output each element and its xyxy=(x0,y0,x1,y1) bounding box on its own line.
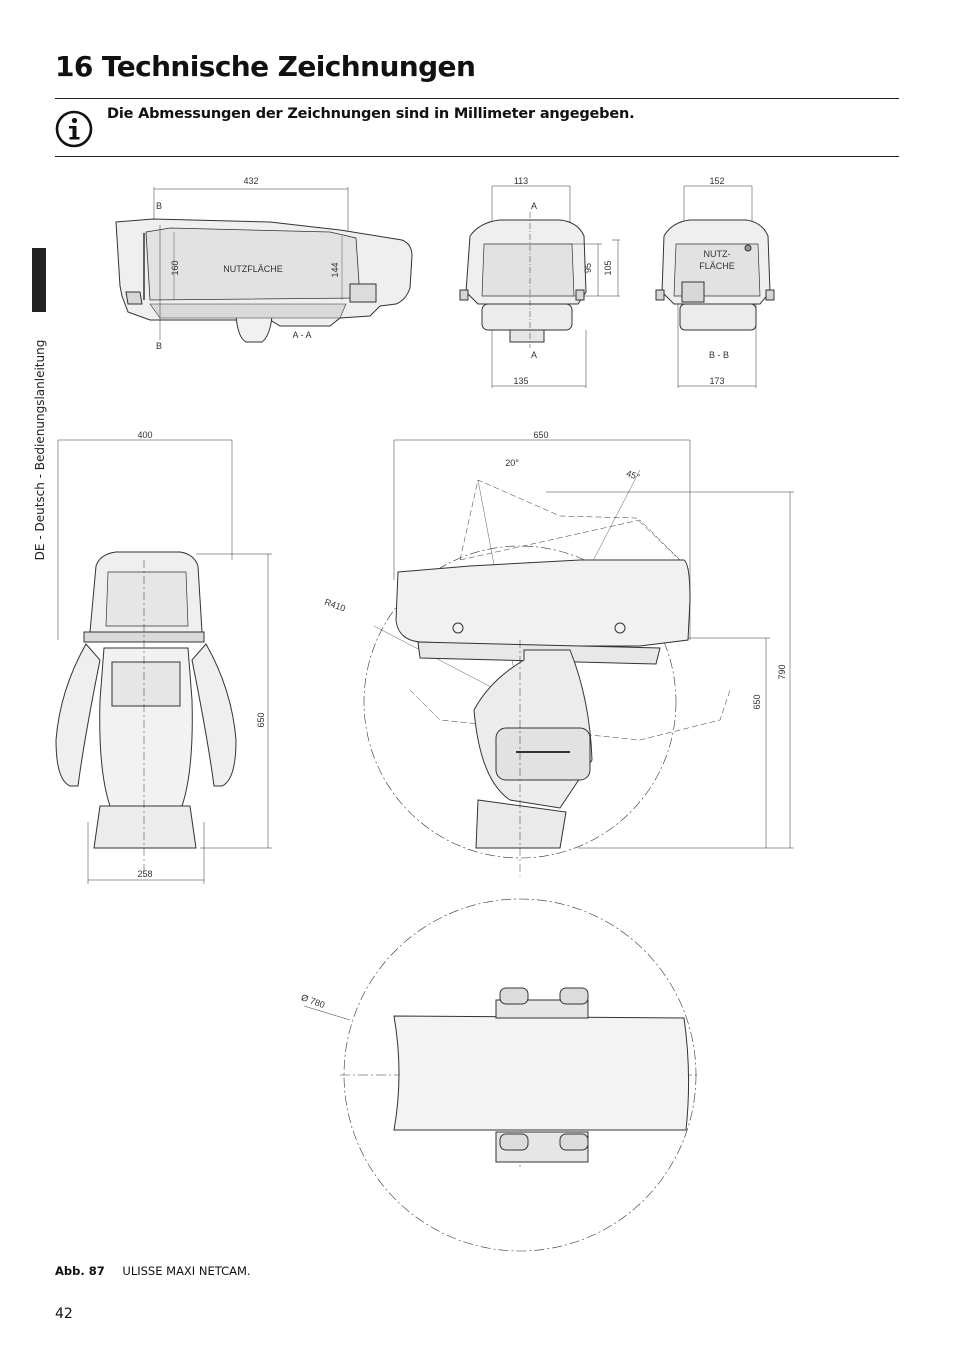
dim-front-view-height: 650 xyxy=(256,712,266,727)
section-mark-a-top: A xyxy=(531,201,537,211)
side-view-drawing xyxy=(363,439,794,876)
dim-side-view-height-b: 790 xyxy=(777,664,787,679)
dim-rear-width-bottom: 173 xyxy=(709,376,724,386)
dim-front-height-a: 95 xyxy=(583,263,593,273)
front-view-drawing xyxy=(55,439,272,884)
page-number: 42 xyxy=(55,1306,73,1322)
figure-number: Abb. 87 xyxy=(55,1264,105,1278)
rear-section-drawing xyxy=(655,185,775,388)
dim-front-height-b: 105 xyxy=(603,260,613,275)
top-view-drawing xyxy=(303,898,700,1252)
section-name-b-b: B - B xyxy=(709,350,729,360)
tilt-angle-up: 20° xyxy=(505,458,519,468)
section-mark-b-bottom: B xyxy=(156,341,162,351)
info-icon xyxy=(55,110,93,148)
dim-side-width: 432 xyxy=(243,176,258,186)
section-mark-b-top: B xyxy=(156,201,162,211)
rear-usable-area-line1: NUTZ- xyxy=(704,249,731,259)
bottom-divider xyxy=(55,156,899,157)
dimension-note: Die Abmessungen der Zeichnungen sind in … xyxy=(107,106,635,122)
dim-side-view-height-a: 650 xyxy=(752,694,762,709)
tilt-radius: R410 xyxy=(323,597,347,614)
section-name-a-a: A - A xyxy=(292,330,311,340)
dim-side-height-a: 160 xyxy=(170,260,180,275)
tilt-angle-down: 45° xyxy=(625,468,642,482)
page-title: 16 Technische Zeichnungen xyxy=(55,50,476,83)
dim-side-view-width: 650 xyxy=(533,430,548,440)
dim-front-width-top: 113 xyxy=(514,176,528,186)
dim-front-view-width-top: 400 xyxy=(137,430,152,440)
dim-rear-width-top: 152 xyxy=(709,176,724,186)
top-divider xyxy=(55,98,899,99)
side-usable-area-label: NUTZFLÄCHE xyxy=(223,264,283,274)
dim-front-view-width-bottom: 258 xyxy=(137,869,152,879)
front-section-drawing xyxy=(459,185,620,388)
dim-front-width-bottom: 135 xyxy=(513,376,528,386)
figure-title: ULISSE MAXI NETCAM. xyxy=(122,1264,251,1278)
pan-diameter: Ø 780 xyxy=(300,992,326,1010)
side-section-drawing xyxy=(115,187,413,343)
rear-usable-area-line2: FLÄCHE xyxy=(699,261,735,271)
section-mark-a-bottom: A xyxy=(531,350,537,360)
figure-caption: Abb. 87 ULISSE MAXI NETCAM. xyxy=(55,1264,251,1278)
chapter-tab-marker xyxy=(32,248,46,312)
dim-side-height-b: 144 xyxy=(330,262,340,277)
